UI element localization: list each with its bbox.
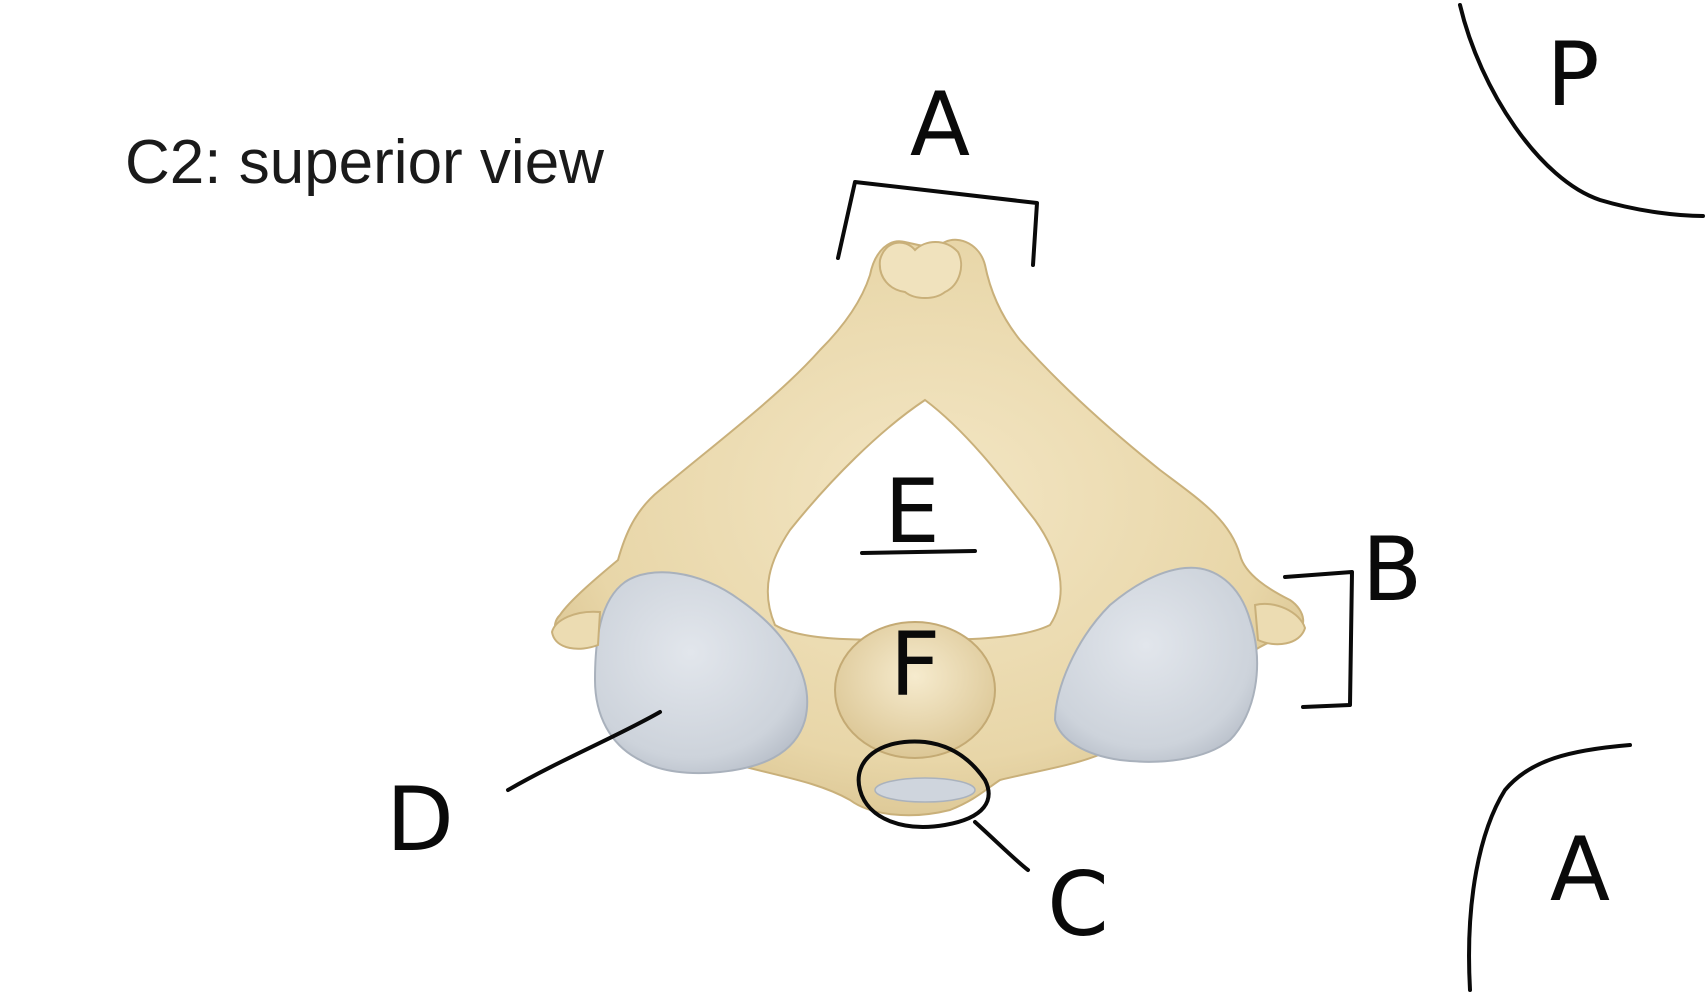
label-b: B [1362, 518, 1422, 621]
left-transverse-process [550, 610, 602, 650]
bracket-b [1283, 570, 1354, 709]
dens-anterior-facet [874, 777, 976, 803]
bracket-a [836, 180, 1039, 267]
right-transverse-process [1253, 602, 1307, 646]
label-f: F [890, 613, 941, 716]
spinous-process-tip [878, 241, 963, 299]
dens [834, 621, 996, 759]
leader-c [973, 820, 1030, 872]
label-d: D [386, 768, 454, 871]
leader-d [506, 710, 662, 792]
circle-c [856, 739, 991, 829]
orientation-posterior: P [1546, 23, 1599, 126]
label-e: E [884, 460, 940, 563]
annotations: A B C D E F P A [386, 3, 1705, 992]
underline-e [860, 549, 977, 555]
diagram-title: C2: superior view [125, 128, 604, 197]
label-a: A [910, 73, 970, 176]
orientation-anterior: A [1550, 818, 1610, 921]
left-superior-articular-facet [593, 571, 809, 775]
label-c: C [1047, 853, 1108, 956]
anterior-arc [1467, 743, 1632, 992]
posterior-arc [1458, 3, 1705, 218]
right-superior-articular-facet [1053, 566, 1259, 763]
c2-vertebra-illustration [550, 238, 1307, 817]
